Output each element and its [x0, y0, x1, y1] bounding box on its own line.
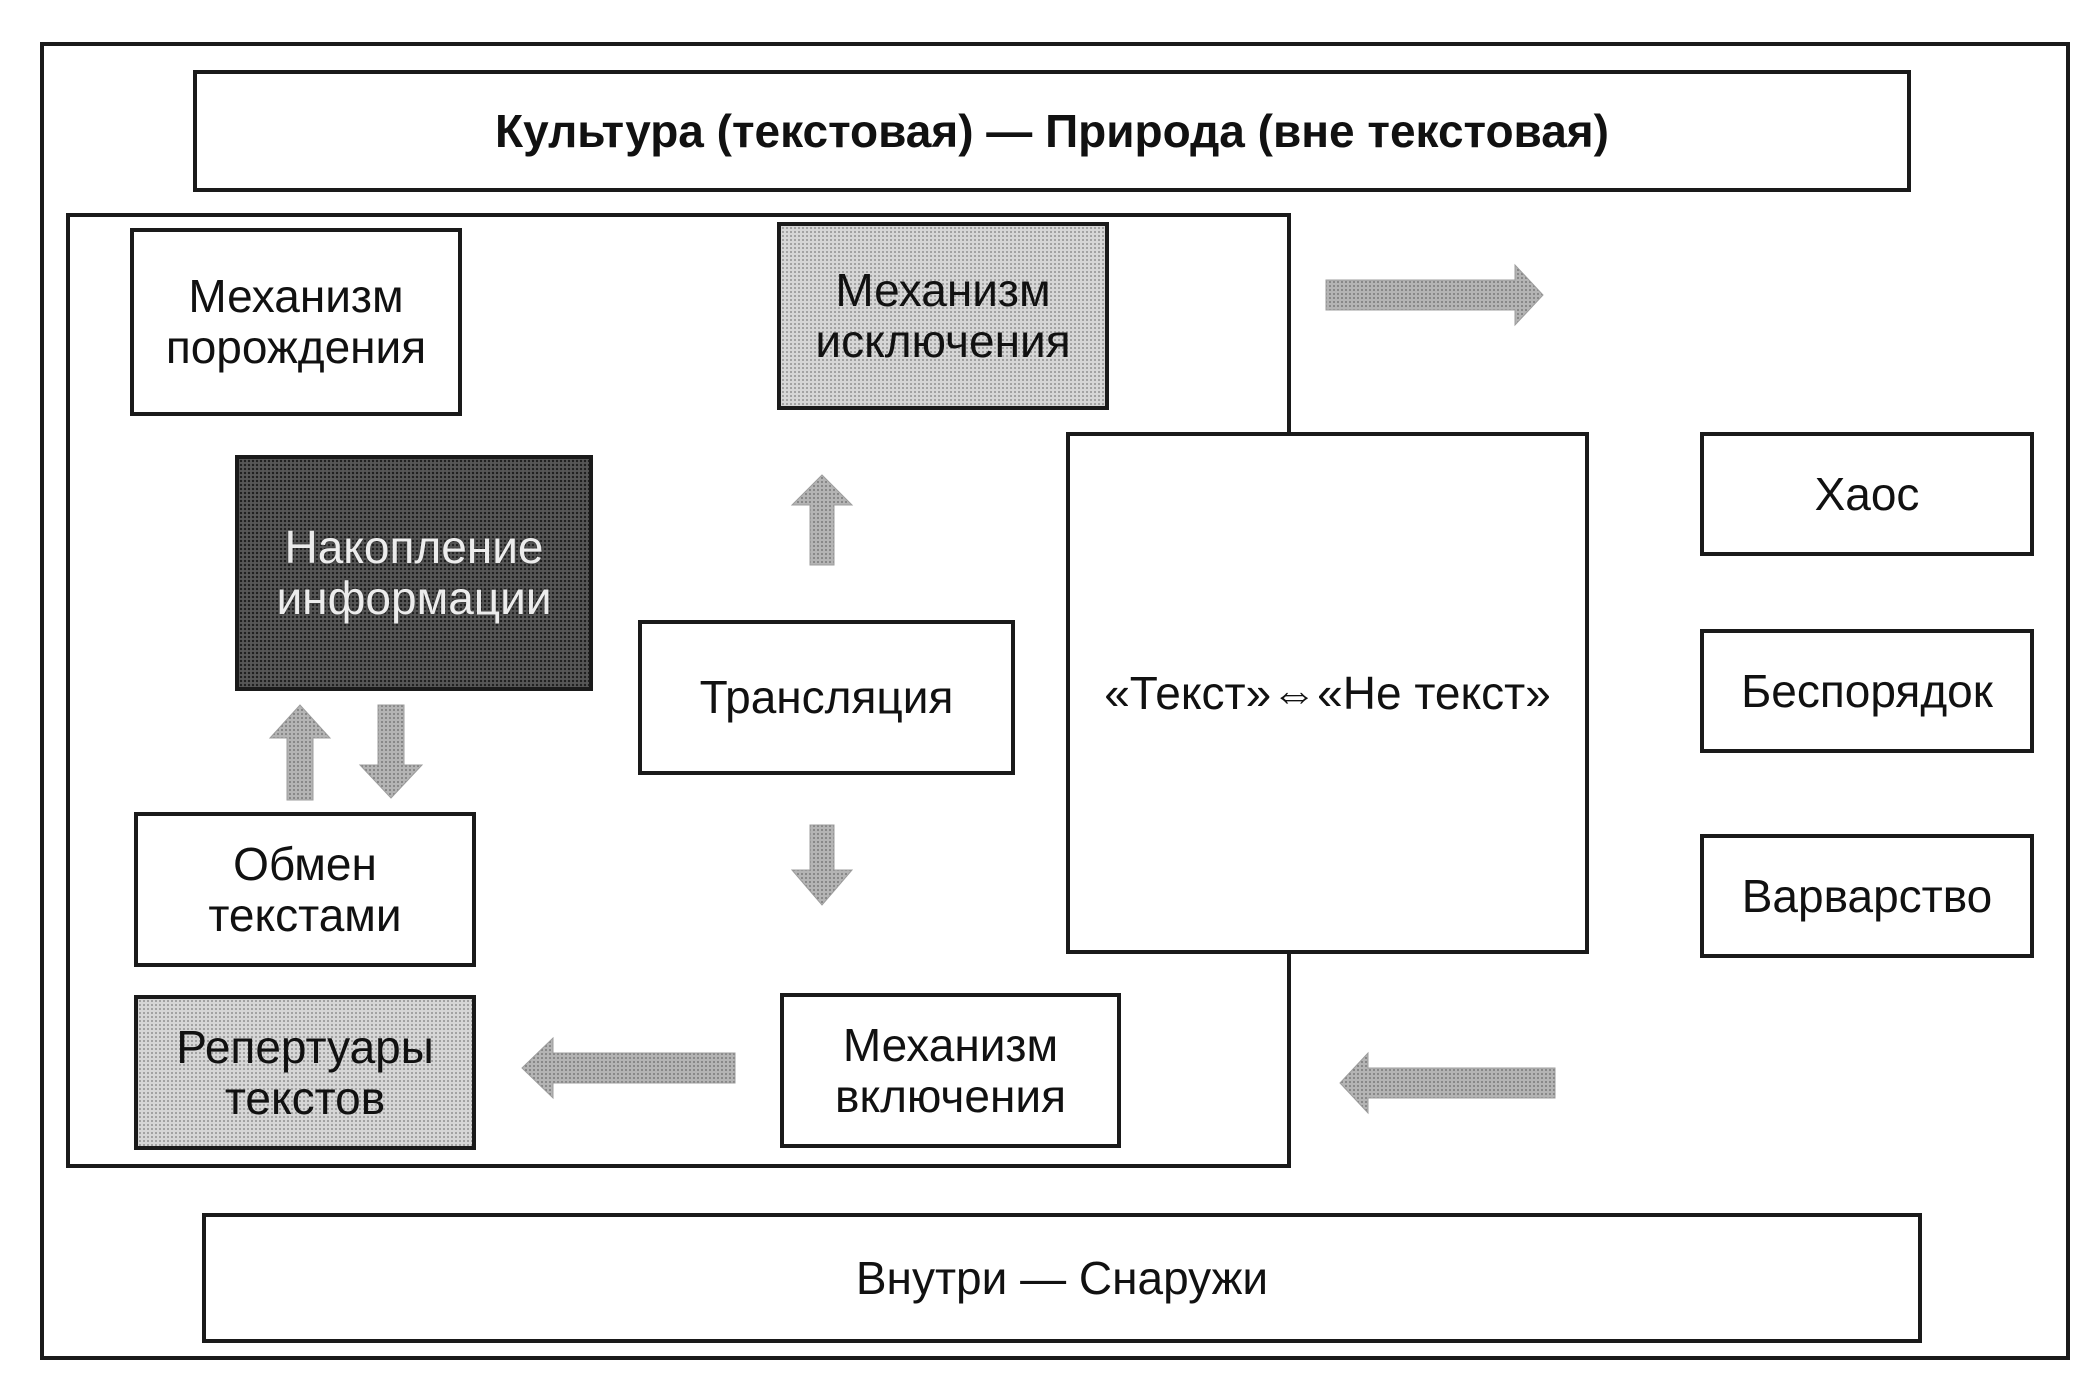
chaos-label: Хаос — [1814, 467, 1920, 520]
top-title-box: Культура (текстовая) — Природа (вне текс… — [193, 70, 1911, 192]
generation-mechanism-box: Механизм порождения — [130, 228, 462, 416]
exchange-label: Обмен текстами — [208, 837, 402, 941]
translation-label: Трансляция — [699, 671, 954, 724]
disorder-label: Беспорядок — [1741, 664, 1993, 717]
chaos-box: Хаос — [1700, 432, 2034, 556]
translation-box: Трансляция — [638, 620, 1015, 775]
inclusion-mechanism-label: Механизм включения — [835, 1018, 1066, 1122]
bottom-title: Внутри — Снаружи — [855, 1251, 1269, 1304]
arrow-left-bottom-inward — [1339, 1051, 1556, 1115]
accumulation-box: Накопление информации — [235, 455, 593, 691]
repertoires-label: Репертуары текстов — [176, 1020, 434, 1124]
text-nontext-box: «Текст»⇔«Не текст» — [1066, 432, 1589, 954]
arrow-up-to-accumulation — [268, 704, 332, 801]
outer-frame — [40, 42, 2070, 1360]
accumulation-label: Накопление информации — [276, 521, 552, 624]
bottom-title-box: Внутри — Снаружи — [202, 1213, 1922, 1343]
barbarism-box: Варварство — [1700, 834, 2034, 958]
arrow-down-to-exchange — [358, 704, 424, 799]
arrow-right-top-outward — [1325, 263, 1544, 327]
exclusion-mechanism-box: Механизм исключения — [777, 222, 1109, 410]
repertoires-box: Репертуары текстов — [134, 995, 476, 1150]
arrow-up-to-exclusion — [790, 474, 854, 566]
arrow-down-to-inclusion — [790, 824, 854, 906]
inclusion-mechanism-box: Механизм включения — [780, 993, 1121, 1148]
exclusion-mechanism-label: Механизм исключения — [815, 264, 1071, 367]
generation-mechanism-label: Механизм порождения — [165, 270, 427, 373]
top-title: Культура (текстовая) — Природа (вне текс… — [495, 104, 1609, 157]
barbarism-label: Варварство — [1741, 869, 1993, 922]
text-nontext-label: «Текст»⇔«Не текст» — [1104, 666, 1551, 719]
arrow-left-to-repertoires — [521, 1036, 736, 1100]
exchange-box: Обмен текстами — [134, 812, 476, 967]
disorder-box: Беспорядок — [1700, 629, 2034, 753]
